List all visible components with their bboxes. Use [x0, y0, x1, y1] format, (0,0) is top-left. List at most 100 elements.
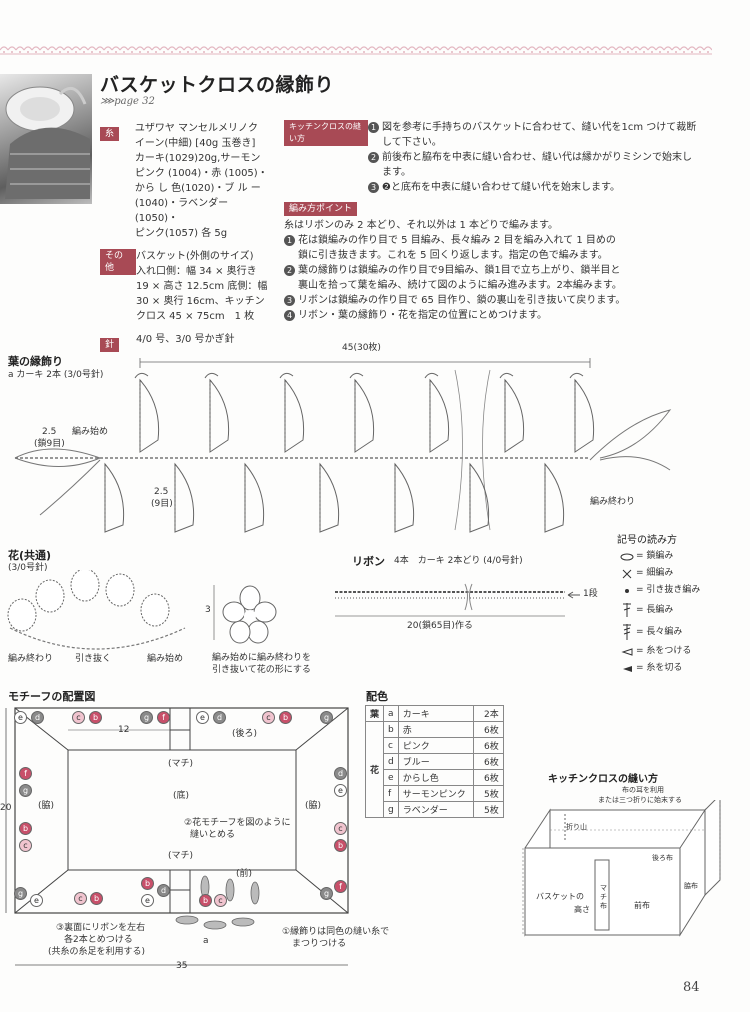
ribbon-chart — [335, 583, 580, 617]
step-line: 花は鎖編みの作り目で 5 目編み、長々編み 2 目を編み入れて 1 目めの — [298, 235, 616, 246]
leaf-motif — [424, 372, 450, 453]
leaf-motif — [544, 462, 565, 533]
step-text: リボン・葉の縁飾り・花を指定の位置にとめつけます。 — [298, 308, 547, 323]
leaf-chain-label-2: (鎖9目) — [34, 439, 65, 449]
cross-icon — [618, 569, 636, 579]
flower-dot: e — [30, 894, 43, 907]
step-line: リボンは鎖編みの作り目で 65 目作り、鎖の裏山を引き抜いて戻ります。 — [298, 295, 626, 306]
yarn-line: ユザワヤ マンセルメリノク — [134, 123, 259, 134]
color-key: c — [383, 737, 399, 754]
other-tag: その他 — [100, 249, 136, 275]
color-key: g — [383, 801, 399, 818]
leaf-motif — [569, 372, 595, 453]
dot-icon — [618, 586, 636, 596]
motif-note1-2: まつりつける — [292, 939, 347, 949]
yarn-line: ピンク(1057) 各 5g — [134, 228, 228, 239]
legend-row: = 糸を切る — [618, 660, 728, 677]
color-table-title: 配色 — [366, 690, 388, 703]
tall2-icon — [618, 623, 636, 641]
sewing-back-cloth: 後ろ布 — [652, 854, 673, 862]
sewing-fold-label: 折り山 — [566, 823, 587, 831]
leaf-motif — [394, 462, 415, 533]
step-line: 前後布と脇布を中表に縫い合わせ、縫い代は縁かがりミシンで始末し — [382, 152, 692, 163]
color-qty: 2本 — [472, 705, 504, 722]
ribbon-row-label: 1段 — [583, 589, 598, 599]
other-line: 入れ口側：幅 34 × 奥行き — [136, 266, 257, 277]
petal — [140, 593, 170, 627]
petal — [105, 573, 135, 607]
petal — [35, 579, 65, 613]
leaf-motif — [204, 372, 230, 453]
motif-side-right: (脇) — [305, 801, 322, 811]
other-line: 19 × 高さ 12.5cm 底側：幅 — [136, 281, 268, 292]
flower-start-label: 編み始め — [147, 654, 184, 664]
yarn-text: ユザワヤ マンセルメリノクイーン(中細) [40g 玉巻き]カーキ(1029)2… — [135, 121, 270, 241]
step-number: 2 — [284, 265, 295, 276]
symbol-legend: = 鎖編み= 細編み= 引き抜き編み= 長編み= 長々編み= 糸をつける= 糸を… — [618, 548, 728, 677]
flower-dot: b — [334, 839, 347, 852]
step-number: 2 — [368, 152, 379, 163]
step-line: リボン・葉の縁飾り・花を指定の位置にとめつけます。 — [298, 310, 547, 321]
step-line: 鎖に引き抜きます。これを 5 回くり返します。指定の色で編みます。 — [298, 250, 608, 261]
step-text: 花は鎖編みの作り目で 5 目編み、長々編み 2 目を編み入れて 1 目めの鎖に引… — [298, 233, 616, 263]
legend-title: 記号の読み方 — [617, 535, 677, 546]
legend-row: = 引き抜き編み — [618, 582, 728, 599]
flower-dot: d — [157, 884, 170, 897]
motif-gusset-bottom: (マチ) — [168, 851, 194, 861]
leaf-width-label: 45(30枚) — [342, 343, 381, 353]
step-text: ❷と底布を中表に縫い合わせて縫い代を始末します。 — [382, 180, 620, 195]
flower-dot: d — [213, 711, 226, 724]
color-qty: 6枚 — [472, 721, 504, 738]
step-text: 葉の縁飾りは鎖編みの作り目で9目編み、鎖1目で立ち上がり、鎖半目と裏山を拾って葉… — [298, 263, 622, 293]
legend-row: = 鎖編み — [618, 548, 728, 565]
step-line: 図を参考に手持ちのバスケットに合わせて、縫い代を1cm つけて裁断 — [382, 122, 697, 133]
step-text: リボンは鎖編みの作り目で 65 目作り、鎖の裏山を引き抜いて戻ります。 — [298, 293, 625, 308]
color-qty: 6枚 — [472, 769, 504, 786]
sewing-basket-height-2: 高さ — [574, 905, 590, 914]
leaf-diagram-title: 葉の縁飾り — [8, 355, 63, 368]
legend-row: = 糸をつける — [618, 643, 728, 660]
step-text: 図を参考に手持ちのバスケットに合わせて、縫い代を1cm つけて裁断して下さい。 — [382, 120, 696, 150]
legend-row: = 細編み — [618, 565, 728, 582]
legend-row: = 長編み — [618, 599, 728, 621]
flower-dot: e — [334, 784, 347, 797]
sewing-gusset: マチ布 — [600, 884, 607, 910]
flower-dot: e — [14, 711, 27, 724]
points-intro: 糸はリボンのみ 2 本どり、それ以外は 1 本どりで編みます。 — [284, 220, 559, 231]
color-name: サーモンピンク — [397, 785, 474, 802]
leaf-motif — [134, 372, 160, 453]
color-key: e — [383, 769, 399, 786]
color-key: d — [383, 753, 399, 770]
flower-dot: b — [141, 877, 154, 890]
yarn-line: (1040)・ラベンダー (1050)・ — [134, 198, 229, 224]
motif-note3-2: 各2本とめつける — [64, 935, 133, 945]
motif-front-label: (前) — [236, 869, 253, 879]
flower-dot: b — [90, 892, 103, 905]
flower-dot: b — [19, 822, 32, 835]
flower-dot: c — [19, 839, 32, 852]
step-line: して下さい。 — [382, 137, 442, 148]
color-qty: 6枚 — [472, 737, 504, 754]
materials-section: 糸 ユザワヤ マンセルメリノクイーン(中細) [40g 玉巻き]カーキ(1029… — [100, 121, 270, 352]
motif-a-label: a — [203, 936, 209, 946]
other-line: 30 × 奥行 16cm、キッチン — [136, 296, 265, 307]
ribbon-subtitle: 4本 カーキ 2本どり (4/0号針) — [394, 556, 523, 566]
flower-end-label: 編み終わり — [8, 654, 54, 664]
flower-dot: d — [334, 767, 347, 780]
yarn-line: イーン(中細) [40g 玉巻き] — [134, 138, 256, 149]
flower-dot: g — [320, 887, 333, 900]
flower-dot: e — [141, 894, 154, 907]
flower-dot: g — [14, 887, 27, 900]
step-line: ます。 — [382, 167, 411, 178]
color-name: ピンク — [397, 737, 474, 754]
motif-note3-1: ③裏面にリボンを左右 — [56, 923, 146, 933]
